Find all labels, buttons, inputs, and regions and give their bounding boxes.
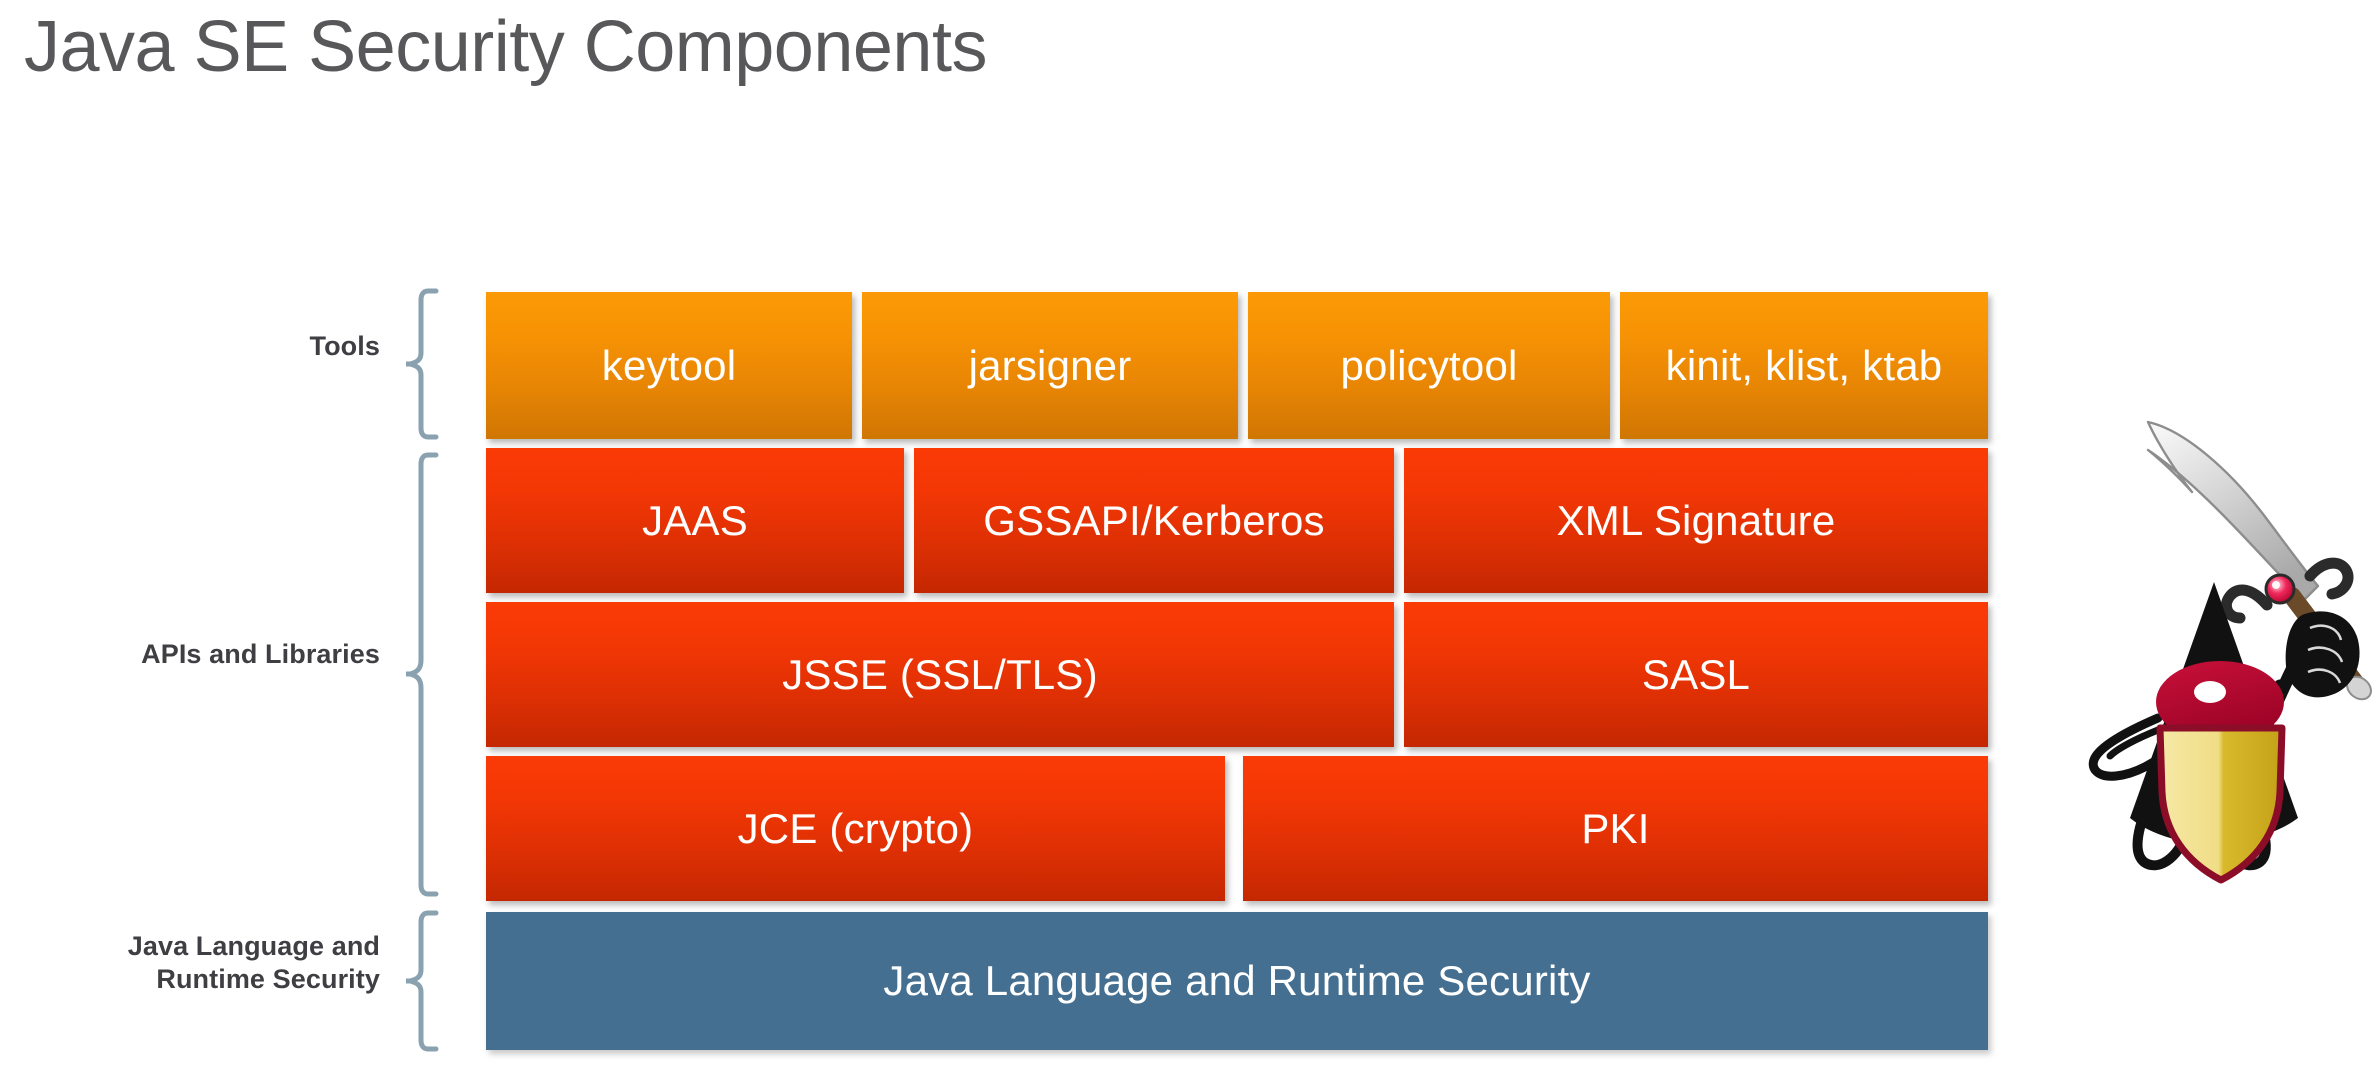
group-label-runtime: Java Language and Runtime Security <box>20 930 380 996</box>
box-jce[interactable]: JCE (crypto) <box>486 756 1225 901</box>
box-label: Java Language and Runtime Security <box>883 957 1591 1004</box>
box-java-runtime-security[interactable]: Java Language and Runtime Security <box>486 912 1988 1050</box>
box-label: SASL <box>1641 650 1751 698</box>
box-label: GSSAPI/Kerberos <box>983 496 1325 544</box>
box-pki[interactable]: PKI <box>1243 756 1988 901</box>
duke-mascot-icon <box>2052 400 2374 920</box>
box-sasl[interactable]: SASL <box>1404 602 1988 747</box>
box-label: keytool <box>601 341 737 389</box>
box-label: policytool <box>1340 341 1518 389</box>
box-label: JCE (crypto) <box>737 804 974 852</box>
box-kerberos-tools[interactable]: kinit, klist, ktab <box>1620 292 1988 439</box>
box-gssapi-kerberos[interactable]: GSSAPI/Kerberos <box>914 448 1394 593</box>
box-label: JSSE (SSL/TLS) <box>782 650 1098 698</box>
group-label-apis-line-1: APIs and Libraries <box>141 639 380 669</box>
box-label: JAAS <box>642 496 748 544</box>
group-label-tools-line-1: Tools <box>309 331 380 361</box>
group-label-tools: Tools <box>60 330 380 363</box>
box-jaas[interactable]: JAAS <box>486 448 904 593</box>
box-policytool[interactable]: policytool <box>1248 292 1610 439</box>
brace-apis <box>406 452 440 897</box>
box-xml-signature[interactable]: XML Signature <box>1404 448 1988 593</box>
brace-runtime <box>406 910 440 1052</box>
group-label-runtime-line-2: Runtime Security <box>156 963 380 994</box>
box-jsse[interactable]: JSSE (SSL/TLS) <box>486 602 1394 747</box>
box-label: PKI <box>1581 804 1650 852</box>
brace-tools <box>406 288 440 440</box>
box-jarsigner[interactable]: jarsigner <box>862 292 1238 439</box>
page-title: Java SE Security Components <box>24 7 987 87</box>
group-label-runtime-line-1: Java Language and <box>127 931 380 961</box>
box-label: XML Signature <box>1556 496 1836 544</box>
box-label: kinit, klist, ktab <box>1665 341 1943 389</box>
box-keytool[interactable]: keytool <box>486 292 852 439</box>
box-label: jarsigner <box>968 341 1132 389</box>
group-label-apis: APIs and Libraries <box>20 638 380 671</box>
